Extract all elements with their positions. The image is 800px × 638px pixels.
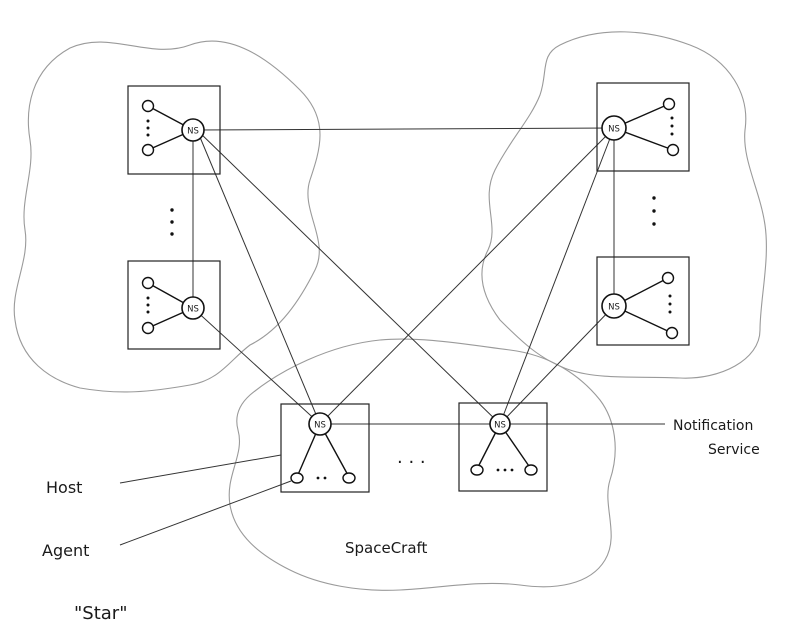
right-cloud xyxy=(481,31,767,379)
service-label: Service xyxy=(708,442,760,458)
agent xyxy=(141,321,155,335)
host-box-spacecraft-2 xyxy=(458,402,548,492)
svg-text:NS: NS xyxy=(608,125,620,135)
link-tl-sc1 xyxy=(196,129,321,425)
svg-text:NS: NS xyxy=(187,305,199,315)
agent xyxy=(665,326,679,340)
svg-text:NS: NS xyxy=(187,127,199,137)
agent-pointer-line xyxy=(119,480,292,546)
caption-star: "Star" xyxy=(74,603,127,624)
ns-node-mid-left: NS xyxy=(181,296,205,320)
agent xyxy=(141,99,155,113)
host-pointer-line xyxy=(119,454,282,484)
host-box-mid-left xyxy=(127,260,221,350)
agent-label: Agent xyxy=(42,541,89,560)
agent xyxy=(524,464,538,476)
link-tr-sc1 xyxy=(319,127,615,425)
bottom-cloud xyxy=(228,338,616,591)
link-ml-sc1 xyxy=(192,307,321,425)
agent xyxy=(661,271,675,285)
spacecraft-label: SpaceCraft xyxy=(345,539,428,557)
right-vertical-ellipsis xyxy=(652,196,656,226)
left-vertical-ellipsis xyxy=(170,208,174,236)
host-box-top-right xyxy=(596,82,690,172)
svg-text:NS: NS xyxy=(494,421,506,431)
ns-node-spacecraft-2: NS xyxy=(489,413,511,435)
link-tr-sc2 xyxy=(499,127,615,425)
agent xyxy=(141,143,155,157)
link-tl-tr xyxy=(196,127,615,131)
left-cloud xyxy=(13,40,321,393)
host-top-right-agents xyxy=(613,97,680,157)
agent xyxy=(666,143,680,157)
host-label: Host xyxy=(46,478,82,497)
host-box-mid-right xyxy=(596,256,690,346)
ns-links xyxy=(192,127,665,425)
ns-node-mid-right: NS xyxy=(601,293,627,319)
spacecraft-ellipsis: . . . xyxy=(397,447,426,468)
ns-node-spacecraft-1: NS xyxy=(308,412,332,436)
link-tl-sc2 xyxy=(196,129,501,425)
agent xyxy=(342,472,356,484)
host-box-top-left xyxy=(127,85,221,175)
host-box-spacecraft-1 xyxy=(280,403,370,493)
agent xyxy=(141,276,155,290)
agent xyxy=(290,472,304,484)
link-mr-sc2 xyxy=(499,305,615,425)
svg-text:NS: NS xyxy=(314,421,326,431)
ns-node-top-right: NS xyxy=(601,115,627,141)
ns-node-top-left: NS xyxy=(181,118,205,142)
notification-label: Notification xyxy=(673,418,753,434)
agent xyxy=(662,97,676,111)
svg-text:NS: NS xyxy=(608,303,620,313)
agent xyxy=(470,464,484,476)
